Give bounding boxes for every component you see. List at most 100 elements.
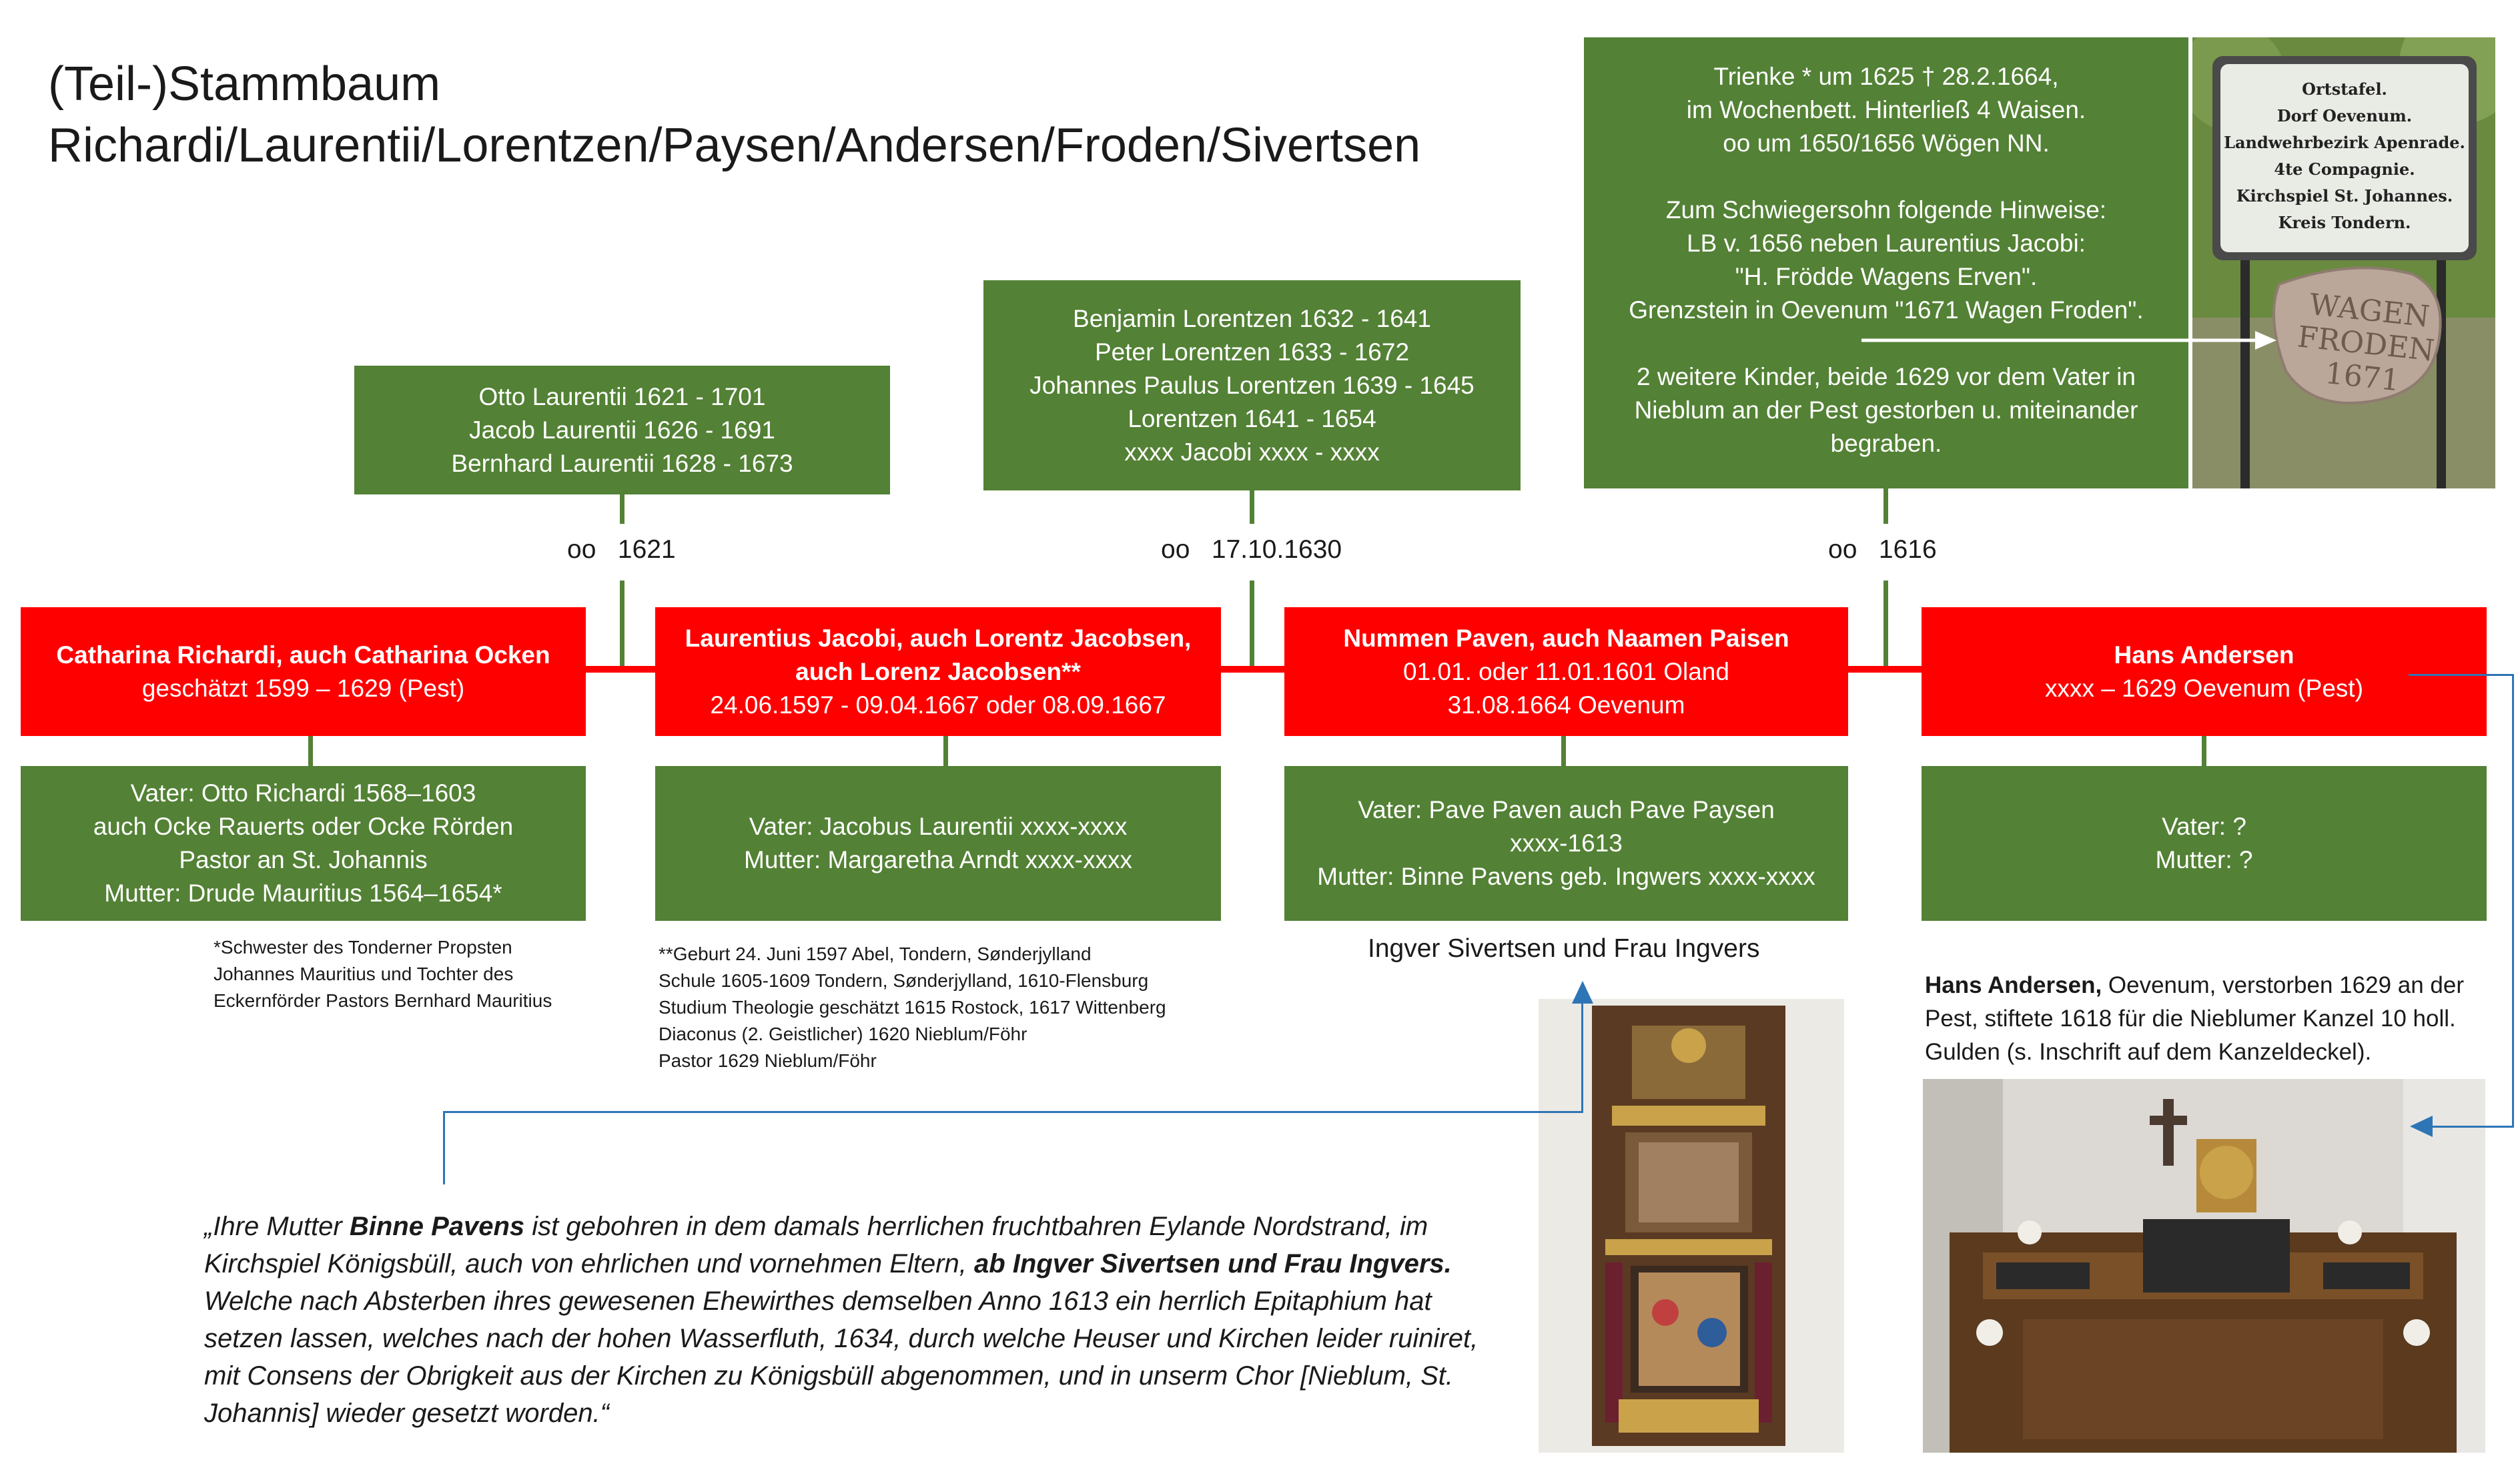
arrowhead-up-icon	[1572, 981, 1593, 1005]
person-name: Laurentius Jacobi, auch Lorentz Jacobsen…	[685, 622, 1192, 655]
marriage-line	[1221, 666, 1284, 673]
connector-line-blue	[443, 1111, 1581, 1113]
trienke-line: oo um 1650/1656 Wögen NN.	[1723, 127, 2050, 160]
quote-text: „Ihre Mutter	[204, 1212, 350, 1241]
connector-line-blue	[2512, 674, 2514, 1128]
person-dates: 31.08.1664 Oevenum	[1448, 689, 1685, 722]
marriage-line	[586, 666, 655, 673]
person-box-catharina: Catharina Richardi, auch Catharina Ocken…	[21, 607, 586, 736]
connector-line-blue	[2409, 674, 2514, 676]
ortstafel-text: Ortstafel. Dorf Oevenum. Landwehrbezirk …	[2220, 76, 2469, 236]
marriage-label-1621: oo 1621	[567, 535, 676, 565]
connector-line	[620, 581, 624, 667]
person-box-hans: Hans Andersen xxxx – 1629 Oevenum (Pest)	[1922, 607, 2487, 736]
connector-line-blue	[2432, 1126, 2514, 1128]
connector-line	[2202, 736, 2206, 766]
marriage-date: 17.10.1630	[1212, 535, 1342, 564]
child-entry: Lorentzen 1641 - 1654	[1128, 402, 1376, 436]
page-subtitle: Richardi/Laurentii/Lorentzen/Paysen/Ande…	[48, 115, 1420, 176]
parents-box-nummen: Vater: Pave Paven auch Pave Paysen xxxx-…	[1284, 766, 1848, 921]
marriage-line	[1848, 666, 1922, 673]
page-title: (Teil-)Stammbaum	[48, 53, 440, 115]
marriage-date: 1616	[1879, 535, 1937, 564]
quote-text: wieder gesetzt worden.“	[326, 1399, 609, 1428]
parent-line: Vater: ?	[2162, 810, 2246, 843]
child-entry: Benjamin Lorentzen 1632 - 1641	[1073, 302, 1431, 336]
children-box-trienke: Trienke * um 1625 † 28.2.1664, im Wochen…	[1584, 37, 2188, 488]
child-entry: Johannes Paulus Lorentzen 1639 - 1645	[1029, 369, 1475, 402]
child-entry: Otto Laurentii 1621 - 1701	[479, 380, 766, 414]
footnote-laurentius: **Geburt 24. Juni 1597 Abel, Tondern, Sø…	[659, 941, 1166, 1074]
parents-box-hans: Vater: ? Mutter: ?	[1922, 766, 2487, 921]
connector-line	[943, 736, 948, 766]
sign-line: Kirchspiel St. Johannes.	[2220, 183, 2469, 210]
parent-line: Vater: Jacobus Laurentii xxxx-xxxx	[749, 810, 1128, 843]
trienke-line: Nieblum an der Pest gestorben u. miteina…	[1635, 394, 2138, 427]
parent-line: Mutter: Drude Mauritius 1564–1654*	[104, 877, 502, 910]
note-line: **Geburt 24. Juni 1597 Abel, Tondern, Sø…	[659, 941, 1166, 968]
kanzeldeckel-illustration	[1923, 1079, 2485, 1453]
sign-line: Dorf Oevenum.	[2220, 103, 2469, 129]
parent-line: Vater: Pave Paven auch Pave Paysen	[1358, 793, 1775, 827]
hans-note: Hans Andersen, Oevenum, verstorben 1629 …	[1925, 969, 2485, 1069]
child-entry: Peter Lorentzen 1633 - 1672	[1095, 336, 1409, 369]
children-box-lorentzen: Benjamin Lorentzen 1632 - 1641 Peter Lor…	[983, 280, 1521, 490]
person-box-nummen: Nummen Paven, auch Naamen Paisen 01.01. …	[1284, 607, 1848, 736]
parent-line: auch Ocke Rauerts oder Ocke Rörden	[93, 810, 513, 843]
parent-line: Mutter: ?	[2156, 843, 2253, 877]
trienke-line: 2 weitere Kinder, beide 1629 vor dem Vat…	[1637, 360, 2136, 394]
grenzstein-arrow	[1855, 327, 2282, 354]
trienke-line: LB v. 1656 neben Laurentius Jacobi:	[1687, 227, 2086, 260]
trienke-line: im Wochenbett. Hinterließ 4 Waisen.	[1687, 93, 2086, 127]
footnote-drude: *Schwester des Tonderner Propsten Johann…	[214, 934, 552, 1014]
parent-line: Pastor an St. Johannis	[179, 843, 427, 877]
child-entry: xxxx Jacobi xxxx - xxxx	[1124, 436, 1379, 469]
hans-note-name: Hans Andersen,	[1925, 972, 2102, 998]
connector-line	[1250, 581, 1254, 667]
note-line: *Schwester des Tonderner Propsten	[214, 934, 552, 961]
connector-line	[1561, 736, 1566, 766]
parent-line: Mutter: Binne Pavens geb. Ingwers xxxx-x…	[1317, 860, 1815, 893]
epitaph-photo	[1539, 999, 1844, 1453]
trienke-line: begraben.	[1831, 427, 1942, 460]
child-entry: Bernhard Laurentii 1628 - 1673	[451, 447, 793, 480]
note-line: Diaconus (2. Geistlicher) 1620 Nieblum/F…	[659, 1021, 1166, 1048]
parent-line: xxxx-1613	[1510, 827, 1623, 860]
epitaph-illustration	[1539, 999, 1844, 1453]
sign-line: 4te Compagnie.	[2220, 156, 2469, 183]
person-dates: xxxx – 1629 Oevenum (Pest)	[2045, 672, 2363, 705]
sign-line: Landwehrbezirk Apenrade.	[2220, 129, 2469, 156]
connector-line	[1250, 490, 1254, 524]
marriage-label-1630: oo 17.10.1630	[1161, 535, 1342, 565]
quote-bold: ab Ingver Sivertsen und Frau Ingvers.	[974, 1249, 1452, 1278]
person-dates: 01.01. oder 11.01.1601 Oland	[1403, 655, 1729, 689]
trienke-line: Grenzstein in Oevenum "1671 Wagen Froden…	[1629, 294, 2143, 327]
person-dates: 24.06.1597 - 09.04.1667 oder 08.09.1667	[710, 689, 1166, 722]
ortstafel-photo: Ortstafel. Dorf Oevenum. Landwehrbezirk …	[2192, 37, 2495, 488]
marriage-symbol: oo	[1161, 535, 1190, 564]
parent-line: Mutter: Margaretha Arndt xxxx-xxxx	[744, 843, 1132, 877]
trienke-line: Zum Schwiegersohn folgende Hinweise:	[1666, 194, 2106, 227]
children-box-laurentii: Otto Laurentii 1621 - 1701 Jacob Laurent…	[354, 366, 890, 494]
sign-line: Kreis Tondern.	[2220, 210, 2469, 236]
arrowhead-left-icon	[2410, 1116, 2434, 1137]
connector-line-blue	[443, 1111, 445, 1184]
marriage-symbol: oo	[1828, 535, 1857, 564]
marriage-symbol: oo	[567, 535, 596, 564]
parents-box-catharina: Vater: Otto Richardi 1568–1603 auch Ocke…	[21, 766, 586, 921]
chronicle-quote: „Ihre Mutter Binne Pavens ist gebohren i…	[204, 1208, 1512, 1432]
note-line: Studium Theologie geschätzt 1615 Rostock…	[659, 994, 1166, 1021]
person-dates: geschätzt 1599 – 1629 (Pest)	[142, 672, 464, 705]
trienke-line: "H. Frödde Wagens Erven".	[1735, 260, 2038, 294]
child-entry: Jacob Laurentii 1626 - 1691	[469, 414, 775, 447]
note-line: Johannes Mauritius und Tochter des	[214, 961, 552, 988]
parent-line: Vater: Otto Richardi 1568–1603	[131, 777, 476, 810]
sign-line: Ortstafel.	[2220, 76, 2469, 103]
quote-bold: Binne Pavens	[350, 1212, 524, 1241]
marriage-date: 1621	[618, 535, 676, 564]
connector-line-blue	[1581, 1001, 1583, 1113]
note-line: Pastor 1629 Nieblum/Föhr	[659, 1048, 1166, 1074]
ingver-caption: Ingver Sivertsen und Frau Ingvers	[1368, 934, 1759, 964]
connector-line	[308, 736, 313, 766]
grenzstein-text: WAGEN FRODEN 1671	[2288, 287, 2444, 402]
